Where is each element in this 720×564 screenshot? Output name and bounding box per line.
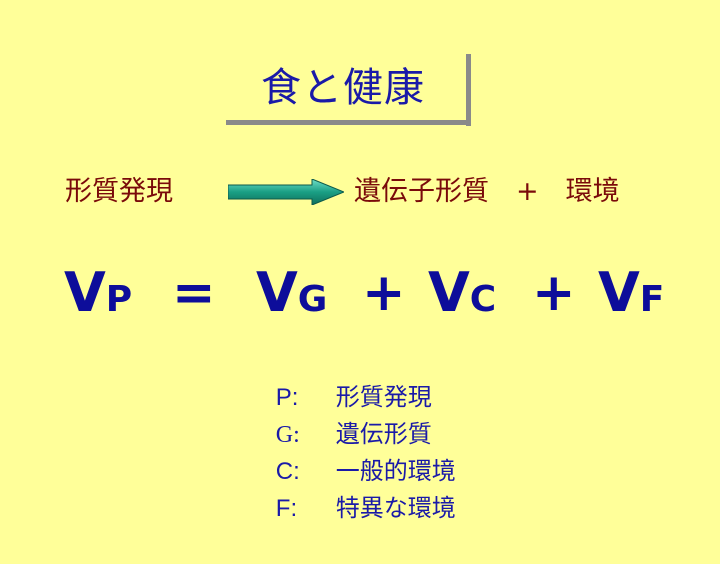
slide-title: 食と健康 [261, 65, 425, 111]
plus-sign-2: + [532, 263, 576, 323]
legend-value: 形質発現 [335, 383, 432, 411]
legend-value: 特異な環境 [335, 494, 456, 522]
title-shadow-bottom [226, 120, 471, 125]
legend-item: C: 一般的環境 [230, 416, 530, 485]
term-vg-v: V [256, 261, 298, 324]
relation-row: 形質発現 遺伝子形質 + 環境 [0, 172, 720, 212]
relation-right: 遺伝子形質 + 環境 [354, 176, 620, 207]
legend-list: P: 形質発現 G: 遺伝形質 C: 一般的環境 F: 特異な環境 [230, 342, 530, 522]
legend-item: G: 遺伝形質 [230, 379, 530, 448]
title-shadow-right [466, 54, 471, 126]
legend-item: F: 特異な環境 [230, 453, 530, 522]
legend-key: G: [275, 422, 300, 448]
term-vc: VC [428, 258, 496, 341]
relation-left: 形質発現 [65, 176, 173, 207]
term-vf: VF [598, 258, 664, 341]
term-vc-v: V [428, 261, 470, 324]
term-vg: VG [256, 258, 327, 341]
legend-key: C: [275, 458, 300, 485]
equals-sign: = [172, 263, 216, 323]
right-arrow-icon [228, 179, 344, 205]
legend-value: 一般的環境 [335, 457, 456, 485]
variance-equation: VP = VG + VC + VF [0, 258, 720, 328]
term-vg-sub: G [297, 279, 328, 320]
plus-sign-1: + [362, 263, 406, 323]
legend-value: 遺伝形質 [335, 420, 432, 448]
legend-item: P: 形質発現 [230, 342, 530, 411]
term-vf-v: V [598, 261, 640, 324]
term-vc-sub: C [469, 279, 497, 320]
term-vp-v: V [64, 261, 106, 324]
legend-key: P: [275, 384, 299, 411]
term-vp-sub: P [105, 279, 133, 320]
legend-key: F: [275, 495, 298, 522]
title-box: 食と健康 [220, 48, 471, 126]
slide: 食と健康 形質発現 遺伝子形質 + 環境 VP = VG + VC + VF P… [0, 48, 720, 522]
term-vf-sub: F [639, 279, 665, 320]
term-vp: VP [64, 258, 132, 341]
